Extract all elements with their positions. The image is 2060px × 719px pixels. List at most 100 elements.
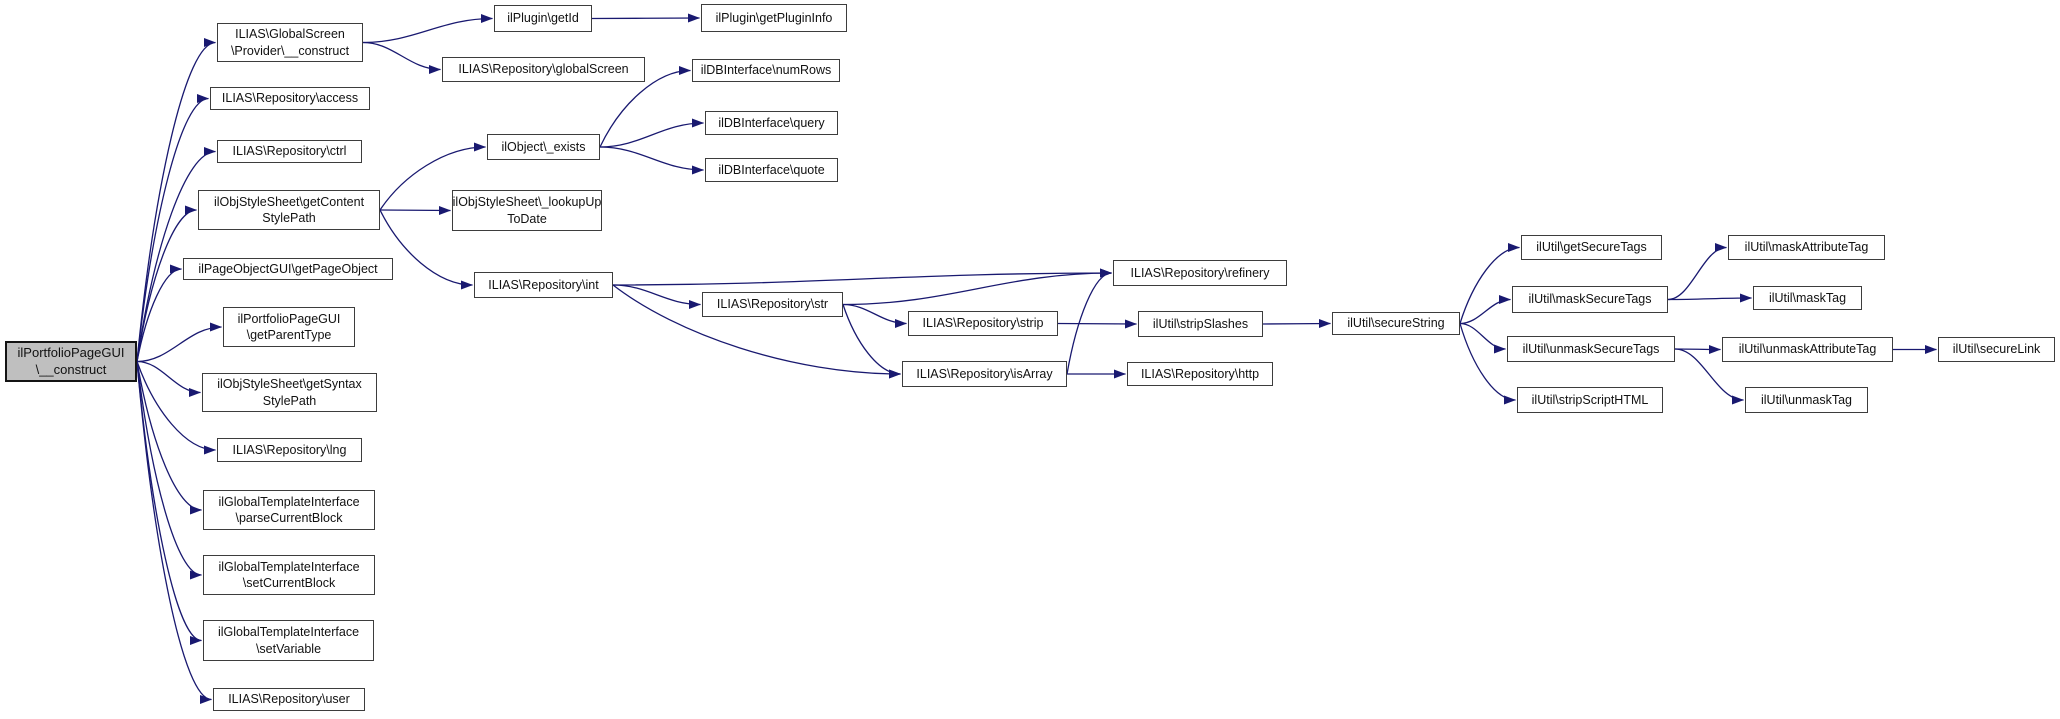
graph-node-label-line: ilObjStyleSheet\getSyntax [217, 377, 362, 391]
graph-node-label-line: \Provider\__construct [230, 43, 350, 58]
graph-node-util-stripscripthtml[interactable]: ilUtil\stripScriptHTML [1517, 387, 1663, 413]
graph-node-label-line: ILIAS\Repository\strip [922, 316, 1044, 331]
edge-root-to-repository-access [136, 94, 209, 362]
edge-getcontentstylepath-to-repository-int [379, 209, 473, 290]
edge-getcontentstylepath-to-lookupuptodate [379, 205, 451, 215]
graph-node-label-line: ilUtil\maskTag [1768, 290, 1847, 305]
graph-node-util-securelink[interactable]: ilUtil\secureLink [1938, 337, 2055, 362]
graph-node-repository-refinery[interactable]: ILIAS\Repository\refinery [1113, 260, 1287, 286]
edge-plugin-getid-to-plugin-getplugininfo [591, 13, 700, 23]
graph-node-util-securestring[interactable]: ilUtil\secureString [1332, 312, 1460, 335]
graph-node-label-line: ILIAS\Repository\isArray [916, 366, 1053, 381]
edge-util-stripslashes-to-util-securestring [1262, 319, 1331, 329]
edge-repository-int-to-repository-refinery [612, 268, 1112, 286]
graph-node-label-line: ILIAS\Repository\user [228, 692, 350, 707]
graph-node-label-line: ILIAS\Repository\ctrl [232, 144, 347, 159]
graph-node-setvariable[interactable]: ilGlobalTemplateInterface\setVariable [203, 620, 374, 661]
edge-util-masksecuretags-to-util-maskattributetag [1667, 243, 1727, 301]
graph-node-label-line: ilUtil\unmaskAttributeTag [1738, 342, 1877, 357]
graph-node-repository-globalscreen[interactable]: ILIAS\Repository\globalScreen [442, 57, 645, 82]
edge-globalscreen-provider-construct-to-repository-globalscreen [362, 41, 441, 74]
graph-node-repository-str[interactable]: ILIAS\Repository\str [702, 292, 843, 317]
graph-node-label-line: ilDBInterface\numRows [700, 63, 832, 78]
graph-node-util-unmasksecuretags[interactable]: ilUtil\unmaskSecureTags [1507, 336, 1675, 362]
graph-node-repository-http[interactable]: ILIAS\Repository\http [1127, 362, 1273, 386]
graph-node-plugin-getid[interactable]: ilPlugin\getId [494, 5, 592, 32]
graph-node-root[interactable]: ilPortfolioPageGUI\__construct [5, 341, 137, 382]
graph-node-setcurrentblock[interactable]: ilGlobalTemplateInterface\setCurrentBloc… [203, 555, 375, 595]
graph-node-label-line: ilUtil\unmaskTag [1760, 392, 1852, 407]
graph-node-db-numrows[interactable]: ilDBInterface\numRows [692, 59, 840, 82]
edge-repository-isarray-to-repository-refinery [1066, 268, 1112, 375]
graph-node-util-stripslashes[interactable]: ilUtil\stripSlashes [1138, 311, 1263, 337]
graph-node-getparenttype[interactable]: ilPortfolioPageGUI\getParentType [223, 307, 355, 347]
edge-util-securestring-to-util-masksecuretags [1459, 295, 1511, 325]
graph-node-label-line: ILIAS\Repository\http [1140, 366, 1260, 381]
graph-node-util-getsecuretags[interactable]: ilUtil\getSecureTags [1521, 235, 1662, 260]
edge-root-to-getparenttype [136, 322, 222, 363]
edge-util-securestring-to-util-getsecuretags [1459, 243, 1520, 324]
graph-node-db-quote[interactable]: ilDBInterface\quote [705, 158, 838, 182]
graph-node-label-line: ilUtil\maskAttributeTag [1744, 240, 1869, 255]
graph-node-repository-lng[interactable]: ILIAS\Repository\lng [217, 438, 362, 462]
graph-node-ilobject-exists[interactable]: ilObject\_exists [487, 134, 600, 160]
edge-util-securestring-to-util-stripscripthtml [1459, 323, 1516, 405]
graph-node-repository-int[interactable]: ILIAS\Repository\int [474, 272, 613, 298]
graph-node-label-line: ILIAS\Repository\globalScreen [458, 62, 629, 77]
graph-node-util-unmasktag[interactable]: ilUtil\unmaskTag [1745, 387, 1868, 413]
graph-node-util-unmaskattributetag[interactable]: ilUtil\unmaskAttributeTag [1722, 337, 1893, 362]
graph-node-label-line: ILIAS\Repository\lng [232, 442, 347, 457]
edge-root-to-getpageobject [136, 264, 182, 362]
edge-ilobject-exists-to-db-quote [599, 146, 704, 175]
edge-root-to-parsecurrentblock [136, 361, 202, 515]
graph-node-repository-isarray[interactable]: ILIAS\Repository\isArray [902, 361, 1067, 387]
graph-node-label-line: ilPortfolioPageGUI [237, 311, 341, 326]
graph-node-globalscreen-provider-construct[interactable]: ILIAS\GlobalScreen \Provider\__construct [217, 23, 363, 62]
graph-node-plugin-getplugininfo[interactable]: ilPlugin\getPluginInfo [701, 4, 847, 32]
graph-node-parsecurrentblock[interactable]: ilGlobalTemplateInterface\parseCurrentBl… [203, 490, 375, 530]
graph-node-label-line: ILIAS\GlobalScreen [235, 27, 345, 41]
graph-node-label-line: ilUtil\maskSecureTags [1528, 292, 1652, 307]
graph-node-label-line: ilPortfolioPageGUI [17, 345, 125, 360]
edge-repository-str-to-repository-strip [842, 303, 907, 328]
graph-node-repository-user[interactable]: ILIAS\Repository\user [213, 688, 365, 711]
graph-node-label-line: ilPageObjectGUI\getPageObject [198, 261, 378, 276]
graph-node-repository-strip[interactable]: ILIAS\Repository\strip [908, 311, 1058, 336]
graph-node-repository-ctrl[interactable]: ILIAS\Repository\ctrl [217, 140, 362, 163]
graph-node-repository-access[interactable]: ILIAS\Repository\access [210, 87, 370, 110]
edge-repository-strip-to-util-stripslashes [1057, 319, 1137, 329]
edge-ilobject-exists-to-db-query [599, 118, 704, 148]
graph-node-label-line: \__construct [35, 361, 107, 377]
graph-node-util-maskattributetag[interactable]: ilUtil\maskAttributeTag [1728, 235, 1885, 260]
graph-node-label-line: ilGlobalTemplateInterface [217, 625, 360, 639]
edge-util-securestring-to-util-unmasksecuretags [1459, 322, 1506, 354]
edge-repository-int-to-repository-isarray [612, 284, 901, 379]
graph-node-label-line: ilUtil\unmaskSecureTags [1522, 341, 1660, 356]
graph-node-label-line: ilUtil\secureLink [1952, 342, 2041, 357]
edge-getcontentstylepath-to-ilobject-exists [379, 142, 486, 211]
graph-node-label-line: ilUtil\secureString [1347, 316, 1445, 331]
graph-node-label-line: ILIAS\Repository\int [488, 277, 599, 292]
graph-node-label-line: ilUtil\stripScriptHTML [1531, 392, 1649, 407]
edge-root-to-repository-user [136, 361, 212, 704]
graph-node-getpageobject[interactable]: ilPageObjectGUI\getPageObject [183, 258, 393, 280]
edge-util-unmasksecuretags-to-util-unmasktag [1674, 348, 1744, 405]
graph-node-db-query[interactable]: ilDBInterface\query [705, 111, 838, 135]
graph-node-label-line: ilObjStyleSheet\getContent [213, 194, 365, 209]
graph-node-label-line: StylePath [262, 211, 316, 225]
graph-node-label-line: ilPlugin\getId [507, 11, 579, 26]
edge-root-to-getcontentstylepath [136, 205, 197, 362]
edge-root-to-repository-lng [136, 361, 216, 455]
graph-node-util-masktag[interactable]: ilUtil\maskTag [1753, 286, 1862, 310]
graph-node-label-line: ilUtil\getSecureTags [1536, 240, 1647, 255]
edge-repository-str-to-repository-isarray [842, 304, 901, 379]
graph-node-label-line: ilDBInterface\quote [718, 162, 825, 177]
graph-node-util-masksecuretags[interactable]: ilUtil\maskSecureTags [1512, 286, 1668, 313]
edge-repository-int-to-repository-str [612, 284, 701, 309]
edge-ilobject-exists-to-db-numrows [599, 66, 691, 148]
graph-node-label-line: ILIAS\Repository\str [716, 297, 829, 312]
